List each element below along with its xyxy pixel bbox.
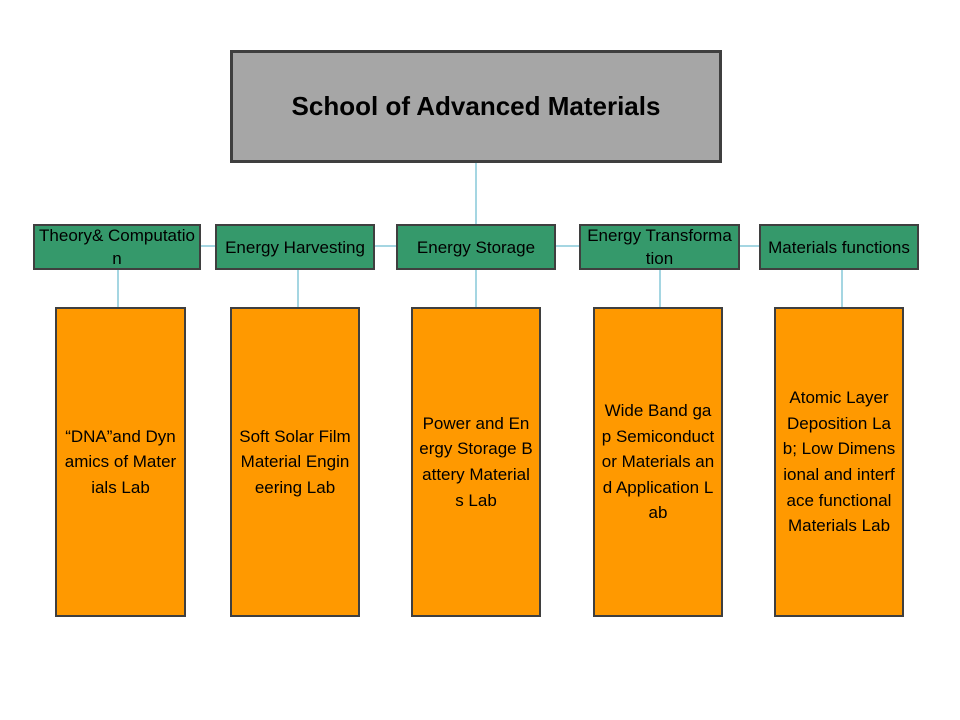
- root-node-title: School of Advanced Materials: [291, 91, 661, 121]
- category-label: Energy Transformation: [587, 226, 732, 268]
- lab-dna-dynamics: “DNA”and Dynamics of Materials Lab: [55, 307, 186, 617]
- category-label: Theory& Computation: [39, 226, 195, 268]
- category-theory-computation: Theory& Computation: [33, 224, 201, 270]
- category-label: Materials functions: [768, 237, 910, 257]
- lab-label: “DNA”and Dynamics of Materials Lab: [64, 426, 177, 497]
- lab-label: Atomic Layer Deposition Lab; Low Dimensi…: [782, 388, 896, 536]
- category-label: Energy Harvesting: [225, 237, 365, 257]
- category-materials-functions: Materials functions: [759, 224, 919, 270]
- lab-atomic-layer-deposition: Atomic Layer Deposition Lab; Low Dimensi…: [774, 307, 904, 617]
- lab-label: Wide Band gap Semiconductor Materials an…: [601, 401, 715, 523]
- lab-soft-solar-film: Soft Solar Film Material Engineering Lab: [230, 307, 360, 617]
- category-energy-harvesting: Energy Harvesting: [215, 224, 375, 270]
- category-energy-transformation: Energy Transformation: [579, 224, 740, 270]
- lab-wide-band-gap: Wide Band gap Semiconductor Materials an…: [593, 307, 723, 617]
- lab-label: Soft Solar Film Material Engineering Lab: [239, 426, 351, 497]
- root-node-school: School of Advanced Materials: [230, 50, 722, 163]
- category-label: Energy Storage: [416, 237, 536, 257]
- lab-label: Power and Energy Storage Battery Materia…: [419, 413, 533, 510]
- lab-power-energy-storage: Power and Energy Storage Battery Materia…: [411, 307, 541, 617]
- category-energy-storage: Energy Storage: [396, 224, 556, 270]
